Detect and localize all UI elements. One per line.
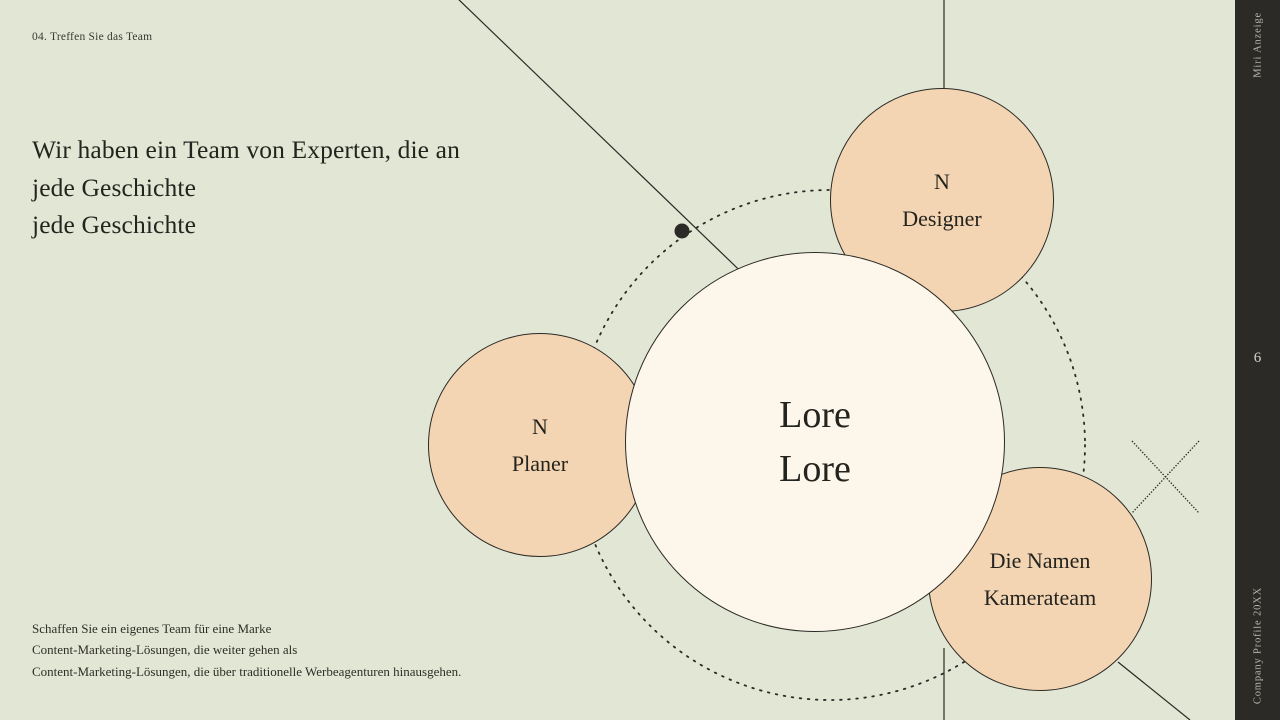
team-bubble-designer-line-2: Designer	[902, 206, 982, 231]
page-number: 6	[1253, 350, 1262, 366]
rail-top-label: Miri Anzeige	[1252, 12, 1263, 78]
headline-line-3: jede Geschichte	[32, 210, 197, 239]
team-bubble-planner-line-2: Planer	[511, 451, 569, 476]
diagonal-connector-bottom-right	[1117, 661, 1191, 720]
team-bubble-center-line-1: Lore	[779, 394, 851, 436]
headline-line-2: jede Geschichte	[32, 172, 197, 202]
headline-line-1: Wir haben ein Team von Experten, die an	[32, 135, 460, 164]
footnote-line-1: Schaffen Sie ein eigenes Team für eine M…	[32, 621, 272, 636]
node-dot	[674, 223, 690, 239]
rail-bottom-label: Company Profile 20XX	[1252, 586, 1263, 704]
team-bubble-center-line-2: Lore	[779, 448, 851, 490]
team-bubble-planner[interactable]: N Planer	[428, 333, 652, 557]
footnote-paragraph: Schaffen Sie ein eigenes Team für eine M…	[32, 618, 672, 682]
footnote-line-2: Content-Marketing-Lösungen, die weiter g…	[32, 642, 298, 658]
diagonal-connector-line	[458, 0, 761, 291]
section-eyebrow-label: 04. Treffen Sie das Team	[32, 31, 153, 43]
team-bubble-camera-line-2: Kamerateam	[983, 585, 1097, 610]
team-bubble-planner-line-1: N	[532, 414, 548, 439]
team-bubble-designer-line-1: N	[934, 169, 950, 194]
team-bubble-center[interactable]: Lore Lore	[625, 252, 1005, 632]
footnote-line-3: Content-Marketing-Lösungen, die über tra…	[32, 663, 462, 679]
x-cross-mark	[1131, 440, 1200, 514]
page-title: Wir haben ein Team von Experten, die an …	[32, 131, 592, 244]
team-bubble-camera-line-1: Die Namen	[989, 548, 1091, 573]
side-rail: Miri Anzeige 6 Company Profile 20XX	[1235, 0, 1280, 720]
